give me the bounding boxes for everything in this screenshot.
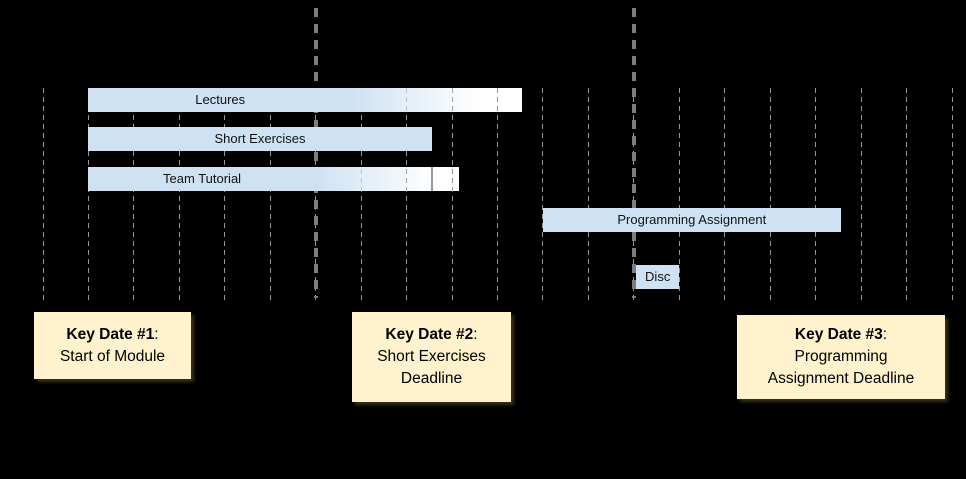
key-date-1-separator: : (154, 325, 159, 343)
key-date-1-card: Key Date #1: Start of Module (34, 312, 191, 379)
week-gridline (860, 88, 862, 300)
bar-label-short-exercises: Short Exercises (214, 131, 306, 146)
key-date-3-card: Key Date #3: Programming Assignment Dead… (737, 315, 945, 399)
key-date-3-title: Key Date #3 (794, 326, 883, 343)
week-gridline (815, 88, 817, 300)
week-gridline (587, 88, 589, 300)
key-date-1-heading: Key Date #1: (34, 324, 191, 346)
key-date-2-title: Key Date #2 (385, 326, 474, 343)
key-date-3-separator: : (882, 326, 888, 343)
week-gridline (951, 88, 953, 300)
bar-divider-team-tutorial (430, 167, 433, 191)
key-date-2-heading: Key Date #2: (352, 324, 511, 346)
week-gridline (497, 88, 498, 300)
week-gridline (724, 88, 726, 300)
key-date-3-body-line-1: Programming (794, 348, 888, 365)
week-gridline (133, 88, 135, 300)
week-gridline (906, 88, 908, 300)
bar-lectures (88, 88, 523, 112)
bar-team-tutorial (88, 167, 459, 191)
key-date-1-title: Key Date #1 (66, 325, 155, 343)
key-date-3-heading: Key Date #3: (737, 324, 945, 346)
week-gridline (224, 88, 226, 300)
bar-label-programming-assignment: Programming Assignment (617, 212, 767, 227)
week-gridline (406, 88, 408, 300)
bar-label-disc: Disc (645, 269, 671, 284)
bar-programming-assignment (542, 208, 841, 232)
key-date-2-body-line-2: Deadline (400, 370, 463, 387)
week-gridline (178, 88, 180, 300)
week-gridline (678, 88, 680, 300)
bar-label-lectures: Lectures (195, 92, 246, 107)
week-gridline (451, 88, 453, 300)
key-date-2-body-line-1: Short Exercises (377, 348, 486, 365)
bar-short-exercises (88, 127, 432, 151)
key-date-2-separator: : (473, 326, 478, 343)
key-date-dashed-line (313, 8, 318, 298)
week-gridline (87, 88, 89, 300)
week-gridline (360, 88, 362, 300)
week-gridline (769, 88, 771, 300)
key-date-dashed-line (631, 8, 636, 298)
bar-label-team-tutorial: Team Tutorial (163, 171, 242, 186)
key-date-3-body-line-2: Assignment Deadline (767, 370, 915, 387)
week-gridline (42, 88, 44, 300)
week-gridline (542, 88, 544, 300)
key-date-1-body-line-1: Start of Module (59, 347, 166, 365)
week-gridline (269, 88, 271, 300)
bar-disc (636, 265, 680, 289)
key-date-2-card: Key Date #2: Short Exercises Deadline (352, 312, 511, 402)
